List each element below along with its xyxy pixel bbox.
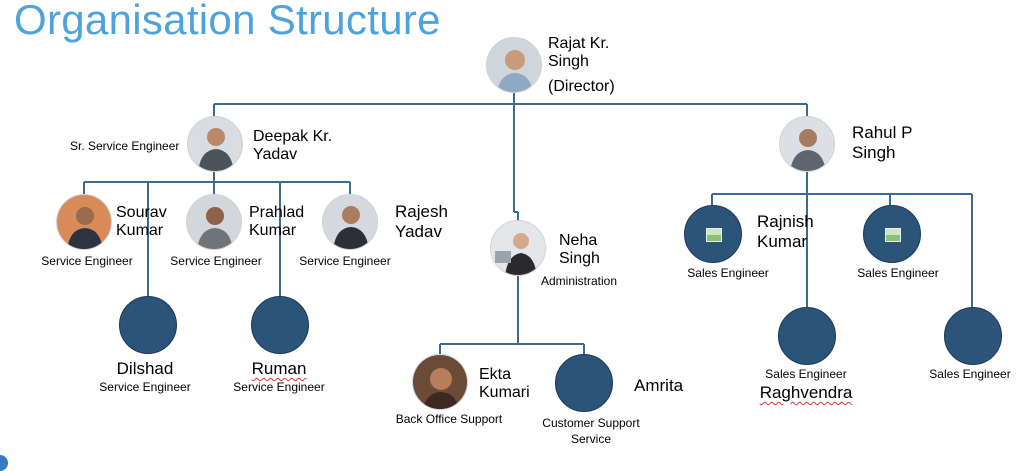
deepak-role: Sr. Service Engineer [70, 139, 180, 153]
rajesh-role: Service Engineer [299, 254, 391, 268]
dilshad-avatar-icon [119, 296, 177, 354]
director-avatar-icon [486, 37, 542, 93]
rajnish-role: Sales Engineer [687, 266, 769, 280]
sourav-role: Service Engineer [41, 254, 133, 268]
ruman-name: Ruman [251, 359, 307, 378]
rahul-name-line1: Rahul P [852, 123, 913, 142]
sourav-name-line1: Sourav [116, 204, 167, 221]
neha-role: Administration [541, 274, 618, 288]
rajesh-avatar-icon [322, 194, 378, 250]
sourav-avatar-icon [56, 194, 112, 250]
prahlad-name-line1: Prahlad [249, 204, 305, 221]
sales2-role: Sales Engineer [857, 266, 939, 280]
prahlad-name-line2: Kumar [249, 222, 297, 239]
amrita-role-line2: Service [570, 432, 612, 446]
raghvendra-avatar-icon [778, 307, 836, 365]
ruman-role: Service Engineer [233, 380, 325, 394]
ekta-name-line2: Kumari [479, 384, 530, 401]
sales2-image-placeholder-icon [863, 205, 921, 263]
deepak-name-line1: Deepak Kr. [253, 128, 333, 145]
deepak-name-line2: Yadav [253, 146, 298, 163]
neha-name-line2: Singh [559, 250, 600, 267]
rajnish-name-line1: Rajnish [757, 212, 814, 231]
prahlad-role: Service Engineer [170, 254, 262, 268]
deepak-avatar-icon [187, 116, 243, 172]
amrita-avatar-icon [555, 354, 613, 412]
raghvendra-name: Raghvendra [759, 383, 853, 402]
rajesh-name-line1: Rajesh [395, 202, 448, 221]
rahul-name-line2: Singh [852, 143, 896, 162]
ekta-role: Back Office Support [395, 412, 503, 426]
prahlad-avatar-icon [186, 194, 242, 250]
amrita-role-line1: Customer Support [542, 416, 640, 430]
dilshad-name: Dilshad [116, 359, 174, 378]
page-title: Organisation Structure [14, 0, 441, 43]
rajnish-image-placeholder-icon [684, 205, 742, 263]
neha-name-line1: Neha [559, 232, 598, 249]
ekta-avatar-icon [412, 354, 468, 410]
director-role: (Director) [548, 78, 615, 95]
director-name-line1: Rajat Kr. [548, 35, 610, 52]
rajnish-name-line2: Kumar [757, 232, 808, 251]
sales4-role: Sales Engineer [929, 367, 1011, 381]
raghvendra-role: Sales Engineer [765, 367, 847, 381]
ruman-avatar-icon [251, 296, 309, 354]
ekta-name-line1: Ekta [479, 366, 512, 383]
neha-avatar-icon [490, 220, 546, 276]
rahul-avatar-icon [779, 116, 835, 172]
director-name-line2: Singh [548, 53, 589, 70]
dilshad-role: Service Engineer [99, 380, 191, 394]
sourav-name-line2: Kumar [116, 222, 164, 239]
sales4-avatar-icon [944, 307, 1002, 365]
amrita-name: Amrita [634, 376, 684, 395]
rajesh-name-line2: Yadav [395, 222, 442, 241]
